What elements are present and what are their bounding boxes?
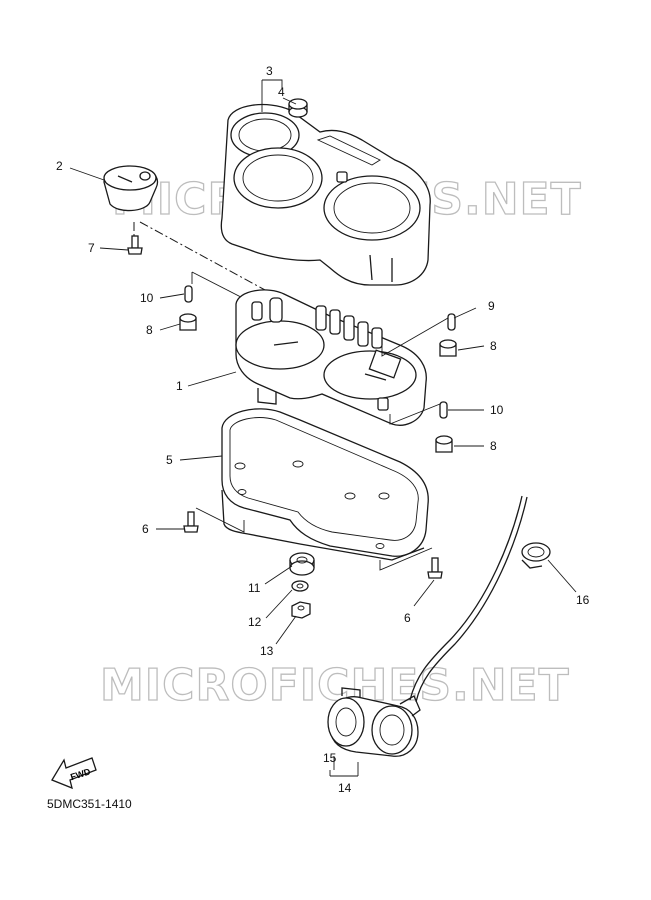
cable-clamp <box>521 542 551 569</box>
meter-assembly <box>235 289 427 426</box>
screw-7 <box>127 235 143 255</box>
callout-labels: 3 4 2 7 10 8 1 9 8 10 8 5 6 11 12 13 6 1… <box>56 64 590 795</box>
callout-10-left: 10 <box>140 291 154 305</box>
callout-6-left: 6 <box>142 522 149 536</box>
trip-knob <box>103 165 159 212</box>
callout-11: 11 <box>248 581 261 595</box>
bracket-right-top <box>381 317 449 357</box>
callout-2: 2 <box>56 159 63 173</box>
callout-8-right-top: 8 <box>490 339 497 353</box>
grommet-10-right <box>439 401 448 419</box>
meter-lower-case <box>221 408 429 561</box>
callout-16: 16 <box>576 593 590 607</box>
screw-6-left <box>183 511 199 533</box>
nut-13 <box>291 601 311 619</box>
callout-9: 9 <box>488 299 495 313</box>
speed-sensor <box>327 687 421 757</box>
leader-lines <box>69 79 577 777</box>
nut-8-right-bottom <box>435 435 453 453</box>
bracket-6-left <box>195 507 245 533</box>
nut-8-right-top <box>439 339 457 357</box>
grommet-9 <box>447 313 456 331</box>
callout-8-left: 8 <box>146 323 153 337</box>
callout-6-right: 6 <box>404 611 411 625</box>
screw-6-right <box>427 557 443 579</box>
speed-sensor-cable <box>409 495 528 703</box>
nut-8-left <box>179 313 197 331</box>
callout-13: 13 <box>260 644 274 658</box>
callout-15: 15 <box>323 751 337 765</box>
bracket-right-mid <box>389 403 441 425</box>
callout-5: 5 <box>166 453 173 467</box>
damper-11 <box>289 552 315 576</box>
callout-7: 7 <box>88 241 95 255</box>
meter-cover <box>220 103 431 286</box>
callout-4: 4 <box>278 85 285 99</box>
callout-10-right: 10 <box>490 403 504 417</box>
grommet-10-left <box>184 285 193 303</box>
callout-1: 1 <box>176 379 183 393</box>
leader-dash-top <box>139 221 266 291</box>
callout-12: 12 <box>248 615 262 629</box>
callout-14: 14 <box>338 781 352 795</box>
washer-12 <box>291 580 309 592</box>
indicator-cap <box>288 98 308 118</box>
fwd-arrow-icon: FWD <box>51 757 97 790</box>
callout-3: 3 <box>266 64 273 78</box>
bracket-6-right <box>379 547 433 571</box>
callout-8-right-bottom: 8 <box>490 439 497 453</box>
figure-code: 5DMC351-1410 <box>47 797 132 811</box>
